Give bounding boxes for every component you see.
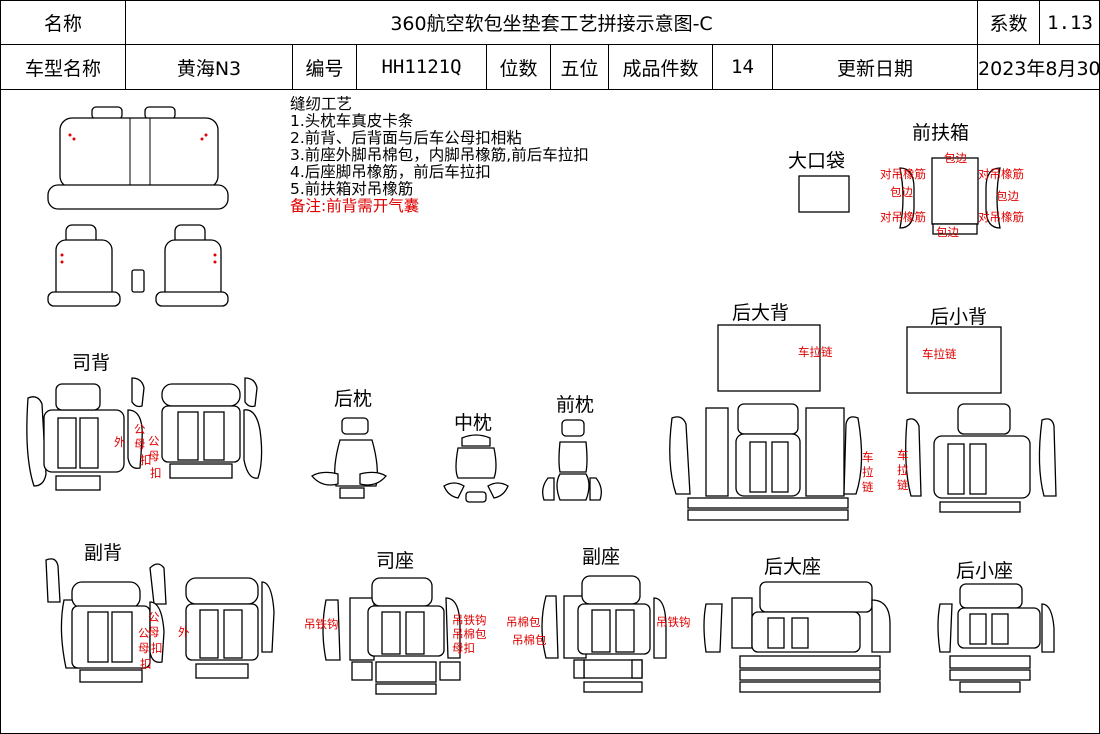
annotation: 公母	[148, 610, 160, 639]
annotation: 外	[178, 625, 190, 639]
driver-back-pattern	[26, 377, 263, 491]
rear-small-seat-label: 后小座	[956, 560, 1014, 582]
header-table: 名称 360航空软包坐垫套工艺拼接示意图-C 系数 1.13 车型名称 黄海N3…	[0, 0, 1100, 90]
driver-seat-pattern	[322, 577, 461, 695]
mid-pillow-pattern	[443, 434, 509, 503]
big-pocket-label: 大口袋	[788, 150, 846, 172]
annotation: 外	[114, 435, 126, 449]
annotation: 吊棉包	[452, 627, 487, 641]
mid-pillow-label: 中枕	[454, 412, 493, 434]
rear-pillow-label: 后枕	[334, 388, 373, 410]
pieces-value: 14	[712, 44, 773, 90]
rear-big-seat-pattern	[703, 581, 891, 693]
seats-label: 位数	[486, 44, 551, 90]
sewing-notes: 缝纫工艺 1.头枕车真皮卡条 2.前背、后背面与后车公母扣相粘 3.前座外脚吊棉…	[290, 96, 589, 215]
rear-big-back-label: 后大背	[732, 302, 790, 324]
rear-small-back-pattern	[905, 326, 1057, 513]
rear-small-seat-pattern	[937, 583, 1055, 693]
passenger-back-pattern	[45, 558, 275, 683]
model-value: 黄海N3	[125, 44, 293, 90]
annotation: 车拉链	[922, 347, 957, 361]
annotation: 扣	[150, 466, 162, 480]
annotation: 吊铁钩	[452, 613, 487, 627]
model-label: 车型名称	[0, 44, 126, 90]
front-pillow-label: 前枕	[556, 394, 595, 416]
code-value: HH1121Q	[356, 44, 487, 90]
annotation: 对吊橡筋	[880, 210, 926, 224]
annotation: 对吊橡筋	[978, 210, 1024, 224]
annotation: 包边	[936, 225, 959, 239]
passenger-back-label: 副背	[84, 542, 123, 564]
annotation: 吊铁钩	[304, 617, 339, 631]
annotation: 车拉链	[897, 448, 909, 492]
date-value: 2023年8月30日	[977, 44, 1100, 90]
note-item: 5.前扶箱对吊橡筋	[290, 180, 414, 198]
rear-big-back-pattern	[669, 324, 863, 521]
coef-value: 1.13	[1039, 0, 1100, 45]
annotation: 公母	[134, 422, 146, 451]
passenger-seat-pattern	[541, 575, 667, 693]
passenger-seat-label: 副座	[582, 546, 621, 568]
seat-overview-diagram	[47, 106, 229, 307]
note-item: 4.后座脚吊橡筋，前后车拉扣	[290, 163, 491, 181]
big-pocket-piece	[798, 175, 850, 213]
annotation: 吊棉包	[506, 615, 541, 629]
annotation: 扣	[140, 657, 152, 671]
annotation: 包边	[996, 189, 1019, 203]
annotation: 车拉链	[862, 450, 874, 494]
pieces-label: 成品件数	[608, 44, 713, 90]
front-pillow-pattern	[542, 419, 602, 501]
annotation: 扣	[151, 641, 163, 655]
annotation: 对吊橡筋	[880, 167, 926, 181]
annotation: 公母	[148, 434, 160, 463]
annotation: 包边	[890, 185, 913, 199]
notes-remark: 备注:前背需开气囊	[290, 197, 420, 215]
rear-small-back-label: 后小背	[930, 306, 988, 328]
notes-heading: 缝纫工艺	[290, 95, 353, 113]
driver-seat-label: 司座	[376, 550, 415, 572]
note-item: 1.头枕车真皮卡条	[290, 112, 414, 130]
note-item: 3.前座外脚吊棉包，内脚吊橡筋,前后车拉扣	[290, 146, 589, 164]
front-armrest-pattern	[899, 157, 1001, 235]
annotation: 车拉链	[798, 345, 833, 359]
annotation: 扣	[140, 453, 152, 467]
document-title: 360航空软包坐垫套工艺拼接示意图-C	[124, 0, 979, 45]
annotation: 公母	[138, 626, 150, 655]
front-armrest-label: 前扶箱	[912, 122, 970, 144]
annotation: 吊铁钩	[656, 615, 691, 629]
seats-value: 五位	[550, 44, 609, 90]
driver-back-label: 司背	[72, 352, 111, 374]
annotation: 包边	[944, 151, 967, 165]
annotation: 母扣	[452, 641, 475, 655]
annotation: 吊棉包	[512, 633, 547, 647]
rear-big-seat-label: 后大座	[764, 556, 822, 578]
note-item: 2.前背、后背面与后车公母扣相粘	[290, 129, 522, 147]
date-label: 更新日期	[771, 44, 979, 90]
annotation: 对吊橡筋	[978, 167, 1024, 181]
rear-pillow-pattern	[311, 417, 387, 499]
